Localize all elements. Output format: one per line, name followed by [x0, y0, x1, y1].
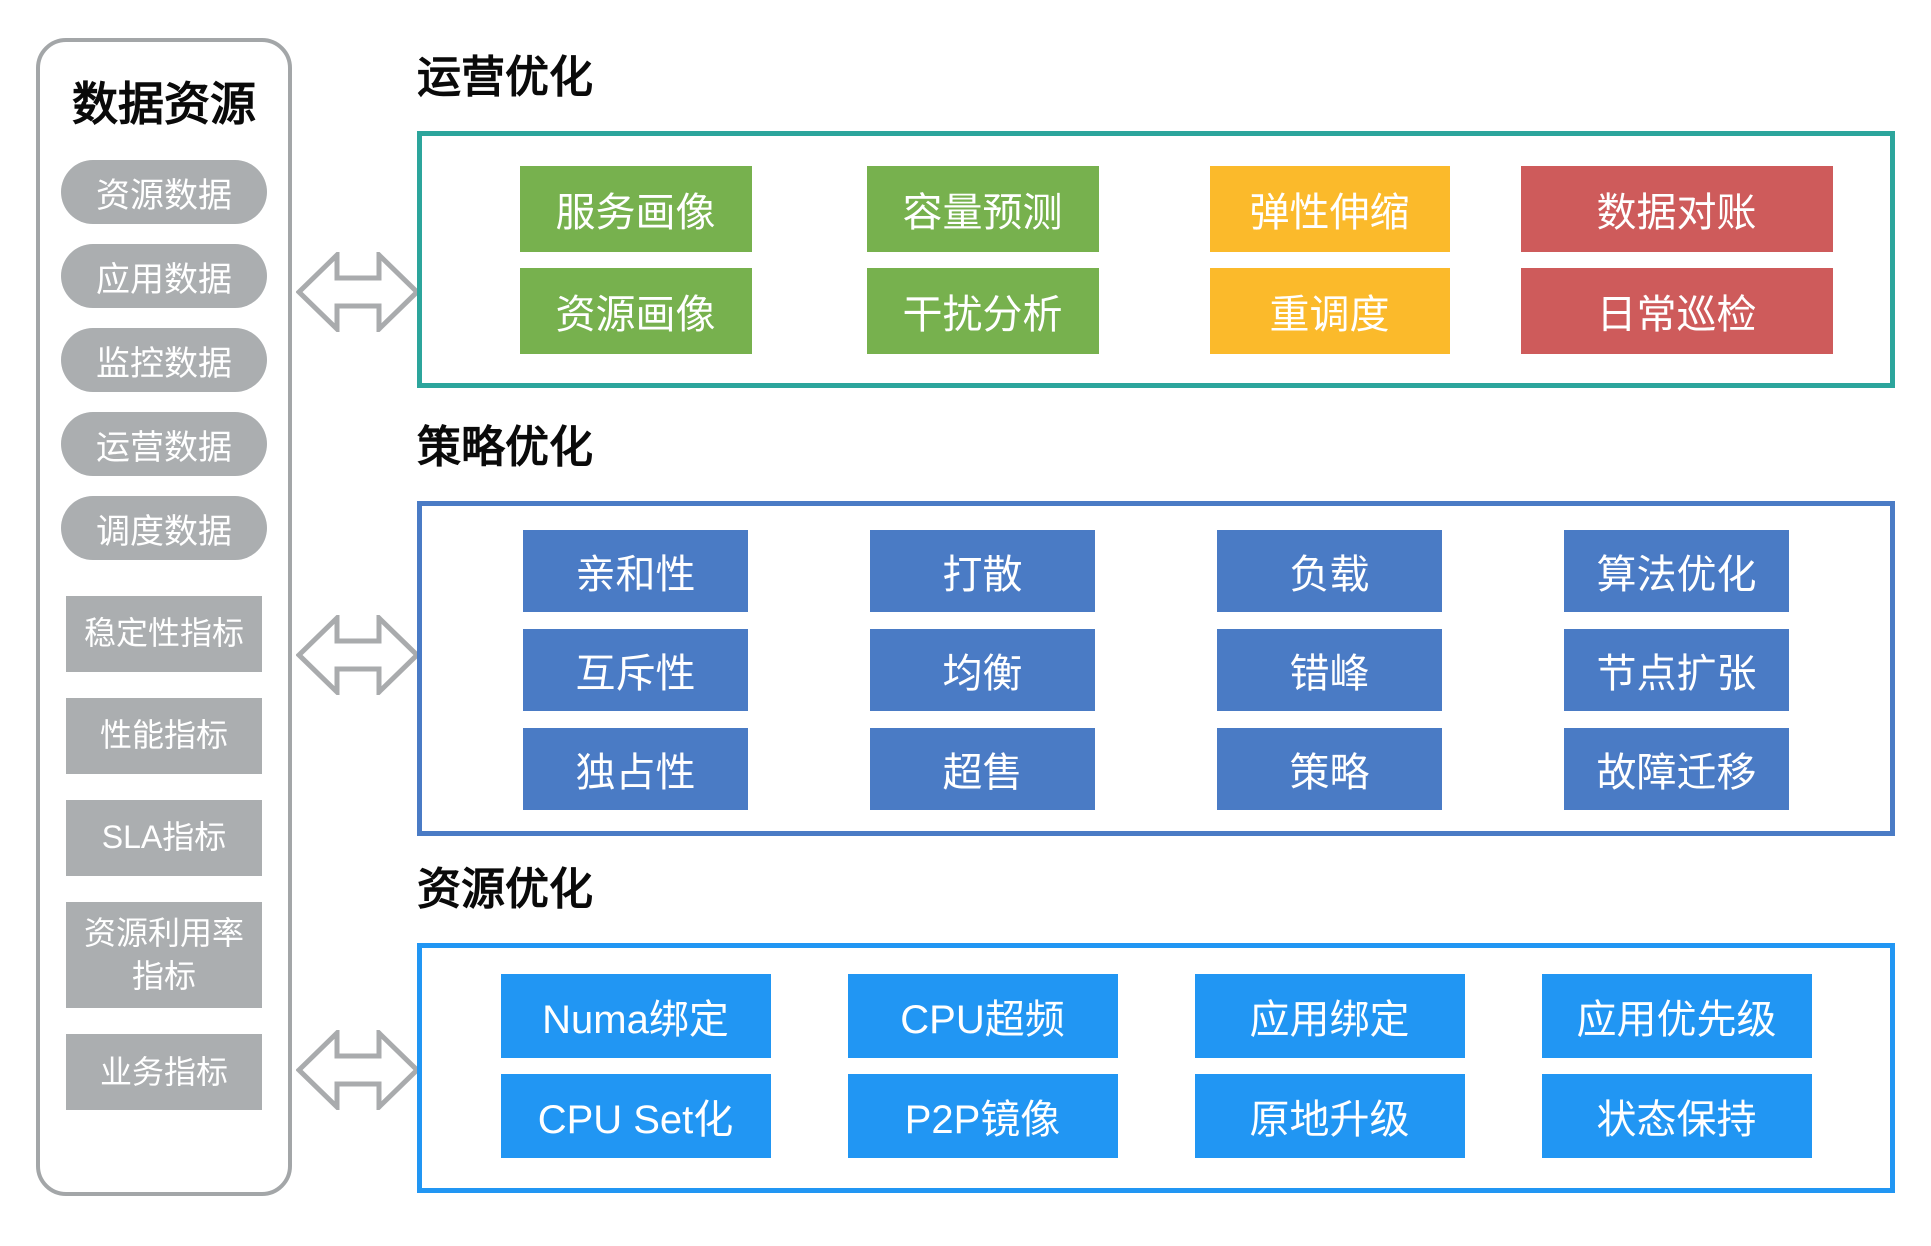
action-button: CPU Set化 [500, 1073, 771, 1158]
section-box-resource: Numa绑定 CPU超频应用绑定应用优先级 CPU Set化 P2P镜像原地升级状态保… [417, 942, 1895, 1193]
section-title: 运营优化 [417, 53, 593, 102]
action-button: 算法优化 [1564, 529, 1789, 612]
action-button: CPU超频 [847, 973, 1118, 1058]
sidebar-data-pill: 应用数据 [61, 244, 267, 308]
section-title: 策略优化 [417, 423, 593, 472]
action-button: 独占性 [523, 727, 748, 810]
sidebar-data-pill: 调度数据 [61, 496, 267, 560]
sidebar-data-pill: 运营数据 [61, 412, 267, 476]
action-button: 原地升级 [1194, 1073, 1465, 1158]
sidebar-data-pill: 监控数据 [61, 328, 267, 392]
action-button: 应用优先级 [1541, 973, 1812, 1058]
section-operations: 运营优化 服务画像 容量预测 弹性伸缩数据对账资源画像 干扰分析 重调度日常巡检 [417, 52, 1895, 388]
action-button: 策略 [1217, 727, 1442, 810]
action-button: 故障迁移 [1564, 727, 1789, 810]
sidebar-data-list: 资源数据应用数据监控数据运营数据调度数据 [61, 160, 267, 560]
sidebar-metric-item: 业务指标 [66, 1034, 262, 1111]
section-title: 资源优化 [417, 865, 593, 914]
data-resources-panel: 数据资源 资源数据应用数据监控数据运营数据调度数据 稳定性指标性能指标 SLA指标… [36, 38, 292, 1196]
action-button: 资源画像 [519, 267, 752, 354]
action-button: 打散 [870, 529, 1095, 612]
sidebar-metric-list: 稳定性指标性能指标 SLA指标资源利用率指标业务指标 [66, 596, 262, 1111]
sidebar-metric-item: 性能指标 [66, 698, 262, 774]
exchange-arrow-icon [296, 615, 420, 695]
exchange-arrow-icon [296, 1030, 420, 1110]
action-button: 互斥性 [523, 628, 748, 711]
action-button: P2P镜像 [847, 1073, 1118, 1158]
action-button: 负载 [1217, 529, 1442, 612]
action-button: 状态保持 [1541, 1073, 1812, 1158]
action-button: 重调度 [1209, 267, 1450, 354]
sidebar-metric-item: 稳定性指标 [66, 596, 262, 672]
section-strategy: 策略优化 亲和性 打散 负载 算法优化互斥性 均衡 错峰 节点扩张独占性 超售 策略 故障迁移 [417, 422, 1895, 836]
section-box-operations: 服务画像 容量预测 弹性伸缩数据对账资源画像 干扰分析 重调度日常巡检 [417, 130, 1895, 388]
action-button: 日常巡检 [1520, 267, 1833, 354]
sidebar-metric-item: SLA指标 [66, 800, 262, 876]
action-button: 亲和性 [523, 529, 748, 612]
action-button: 干扰分析 [866, 267, 1099, 354]
sidebar-data-pill: 资源数据 [61, 160, 267, 224]
action-button: 弹性伸缩 [1209, 165, 1450, 252]
section-resource: 资源优化 Numa绑定 CPU超频应用绑定应用优先级 CPU Set化 P2P镜像原地… [417, 864, 1895, 1193]
action-button: 超售 [870, 727, 1095, 810]
section-box-strategy: 亲和性 打散 负载 算法优化互斥性 均衡 错峰 节点扩张独占性 超售 策略 故障迁移 [417, 500, 1895, 836]
action-button: 服务画像 [519, 165, 752, 252]
exchange-arrow-icon [296, 252, 420, 332]
sidebar-metric-item: 资源利用率指标 [66, 902, 262, 1009]
action-button: Numa绑定 [500, 973, 771, 1058]
action-button: 数据对账 [1520, 165, 1833, 252]
action-button: 容量预测 [866, 165, 1099, 252]
panel-title: 数据资源 [72, 78, 256, 130]
action-button: 节点扩张 [1564, 628, 1789, 711]
action-button: 错峰 [1217, 628, 1442, 711]
action-button: 均衡 [870, 628, 1095, 711]
action-button: 应用绑定 [1194, 973, 1465, 1058]
